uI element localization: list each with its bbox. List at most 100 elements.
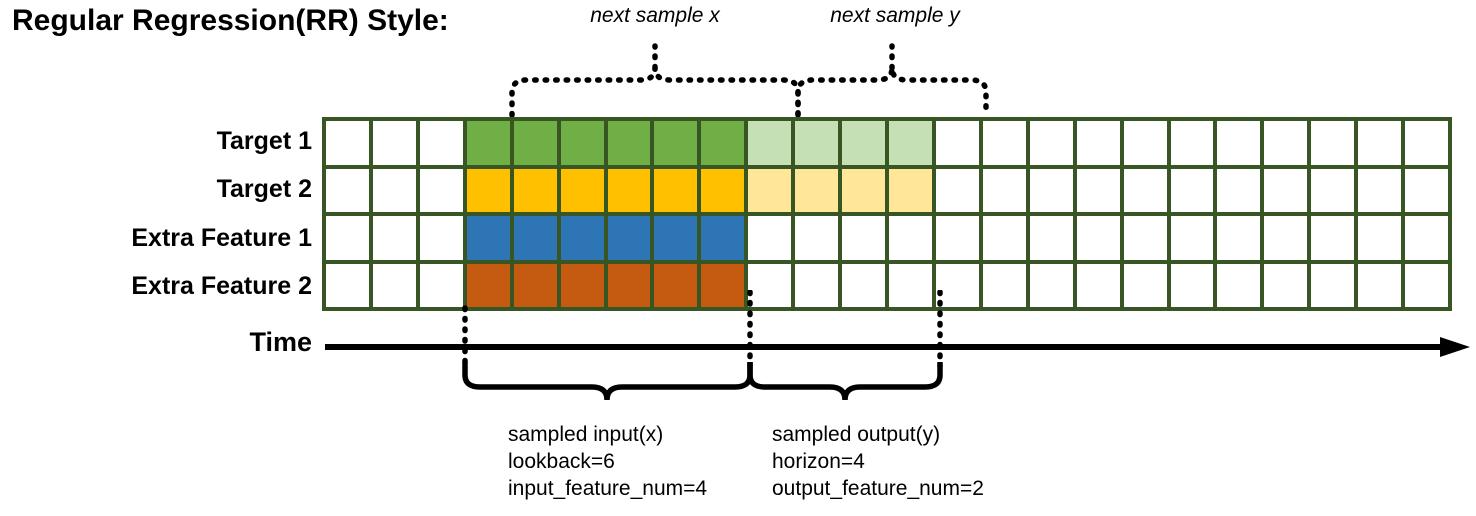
grid-cell [607, 121, 651, 165]
grid-cell [513, 168, 557, 212]
grid-cell [419, 263, 463, 307]
grid-cell [935, 121, 979, 165]
grid-cell [842, 263, 885, 307]
grid-cell [1029, 168, 1073, 212]
timeline-grid [322, 117, 1452, 311]
grid-cell [607, 216, 651, 260]
sampled-input-line-1: sampled input(x) [508, 423, 664, 446]
grid-cell [1264, 216, 1308, 260]
grid-cell [1217, 121, 1261, 165]
grid-cell [795, 121, 839, 165]
grid-cell [560, 216, 604, 260]
grid-cell [1217, 263, 1261, 307]
grid-cell [466, 168, 510, 212]
grid-cell [1311, 121, 1355, 165]
grid-cell [1358, 263, 1402, 307]
sampled-output-line-2: horizon=4 [772, 450, 865, 473]
dotted-brace-x [509, 67, 801, 118]
grid-cell [513, 216, 557, 260]
grid-cell [935, 263, 979, 307]
grid-cell [1264, 263, 1308, 307]
sampled-output-line-3: output_feature_num=2 [772, 477, 984, 500]
grid-cell [1311, 263, 1355, 307]
grid-cell [1170, 263, 1214, 307]
grid-cell [1029, 263, 1073, 307]
row-label-column: Target 1 Target 2 Extra Feature 1 Extra … [60, 117, 312, 311]
grid-cell [1264, 121, 1308, 165]
grid-cell [466, 216, 510, 260]
sampled-input-caption: sampled input(x) lookback=6 input_featur… [508, 421, 707, 502]
grid-cell [654, 263, 698, 307]
grid-cell [1264, 168, 1308, 212]
bottom-brace-group [462, 362, 943, 401]
grid-cell [1358, 216, 1402, 260]
grid-cell [889, 121, 932, 165]
grid-cell [560, 121, 604, 165]
grid-cell [1217, 216, 1261, 260]
time-axis-label: Time [249, 327, 312, 357]
grid-cell [1311, 168, 1355, 212]
grid-cell [889, 263, 932, 307]
grid-cell [701, 168, 745, 212]
grid-cell [982, 168, 1026, 212]
grid-cell [1358, 121, 1402, 165]
grid-cell [326, 263, 369, 307]
sampled-input-line-2: lookback=6 [508, 450, 615, 473]
grid-cell [1123, 216, 1167, 260]
row-label-target-1: Target 1 [216, 127, 312, 155]
next-sample-y-label: next sample y [830, 4, 960, 27]
right-arrow-icon [1440, 337, 1470, 357]
grid-cell [889, 168, 932, 212]
grid-cell [701, 121, 745, 165]
grid-cell [935, 216, 979, 260]
grid-cell [654, 216, 698, 260]
page-title: Regular Regression(RR) Style: [12, 4, 449, 37]
grid-cell [1123, 168, 1167, 212]
grid-cell [654, 168, 698, 212]
row-label-target-2: Target 2 [216, 175, 312, 203]
grid-cell [654, 121, 698, 165]
grid-cell [795, 263, 839, 307]
grid-cell [795, 216, 839, 260]
grid-cell [1123, 121, 1167, 165]
grid-cell [1076, 121, 1120, 165]
drop-line-group [462, 290, 943, 369]
grid-cell [1123, 263, 1167, 307]
grid-cell [982, 263, 1026, 307]
grid-cell [1076, 263, 1120, 307]
grid-cell [1358, 168, 1402, 212]
grid-cell [419, 168, 463, 212]
grid-cell [1170, 121, 1214, 165]
time-axis-arrow [325, 337, 1470, 357]
grid-cell [748, 121, 792, 165]
grid-cell [607, 263, 651, 307]
grid-cell [1405, 168, 1448, 212]
sampled-output-line-1: sampled output(y) [772, 423, 941, 446]
grid-cell [748, 168, 792, 212]
grid-cell [701, 263, 745, 307]
grid-cell [1076, 216, 1120, 260]
grid-cell [1405, 263, 1448, 307]
grid-cell [982, 216, 1026, 260]
grid-cell [607, 168, 651, 212]
grid-cell [419, 121, 463, 165]
row-label-extra-feature-2: Extra Feature 2 [131, 272, 312, 300]
top-brace-group [509, 43, 989, 118]
solid-brace-input [462, 362, 753, 401]
grid-cell [982, 121, 1026, 165]
grid-cell [560, 168, 604, 212]
grid-cell [1029, 121, 1073, 165]
grid-cell [326, 216, 369, 260]
grid-cell [842, 121, 885, 165]
grid-cell [326, 168, 369, 212]
grid-cell [513, 121, 557, 165]
grid-cell [1170, 216, 1214, 260]
grid-cell [513, 263, 557, 307]
dotted-brace-y [795, 67, 989, 118]
grid-cell [1405, 216, 1448, 260]
grid-cell [748, 216, 792, 260]
grid-cell [372, 216, 416, 260]
next-sample-x-label: next sample x [590, 4, 720, 27]
grid-cell [560, 263, 604, 307]
